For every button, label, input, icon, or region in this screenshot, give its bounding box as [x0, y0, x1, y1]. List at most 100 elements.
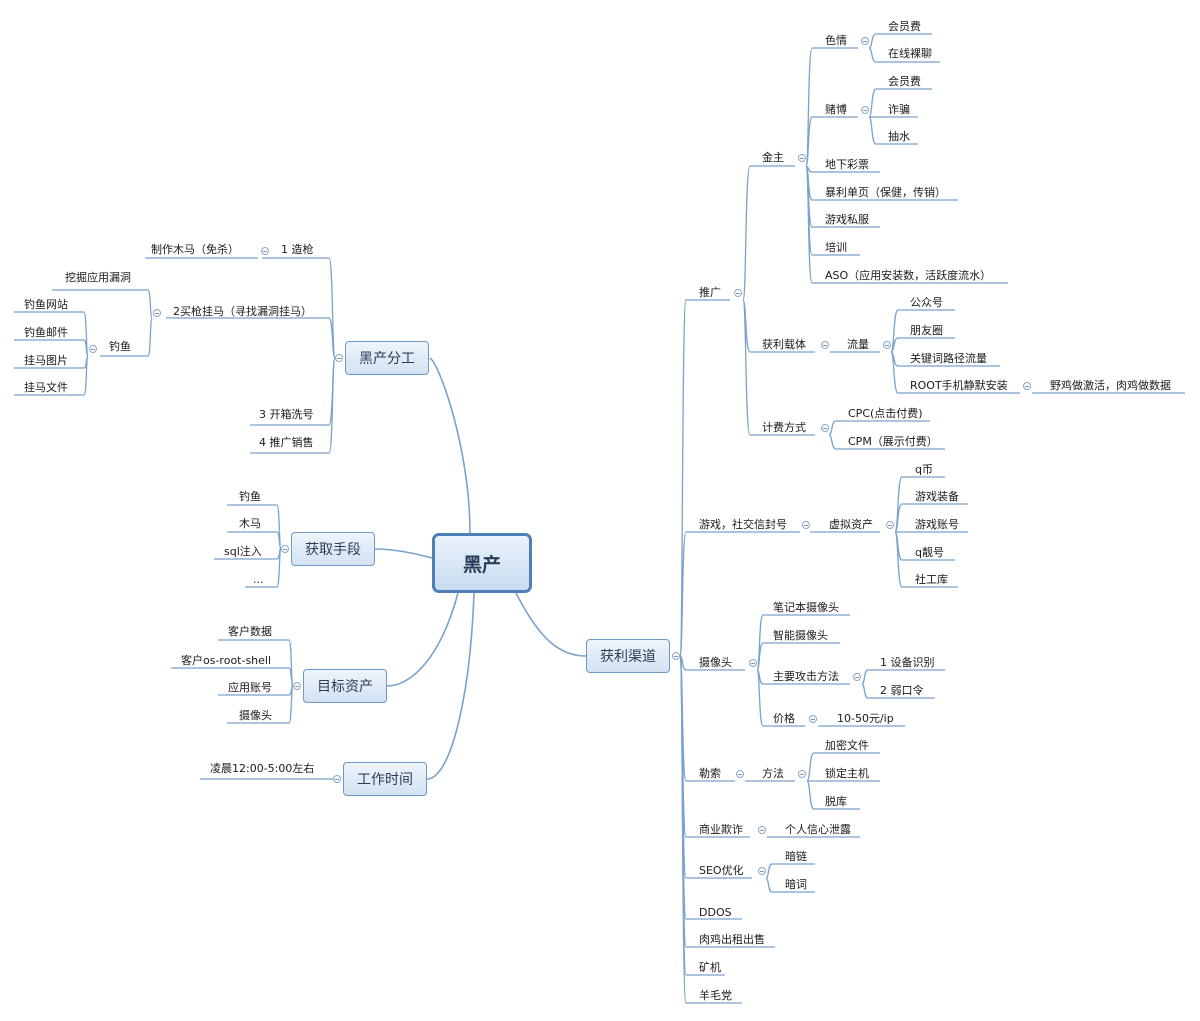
collapse-toggle-icon[interactable]: [821, 424, 829, 432]
collapse-toggle-icon[interactable]: [672, 652, 680, 660]
node-asset-app-account[interactable]: 应用账号: [228, 681, 272, 694]
node-promo[interactable]: 推广: [699, 286, 721, 299]
collapse-toggle-icon[interactable]: [821, 341, 829, 349]
collapse-toggle-icon[interactable]: [261, 247, 269, 255]
collapse-toggle-icon[interactable]: [736, 770, 744, 778]
collapse-toggle-icon[interactable]: [153, 309, 161, 317]
collapse-toggle-icon[interactable]: [853, 673, 861, 681]
node-worktime-value[interactable]: 凌晨12:00-5:00左右: [210, 762, 315, 775]
collapse-toggle-icon[interactable]: [798, 770, 806, 778]
node-virtual-assets[interactable]: 虚拟资产: [829, 518, 873, 531]
node-device-id[interactable]: 1 设备识别: [880, 656, 935, 669]
node-root-install-detail[interactable]: 野鸡做激活，肉鸡做数据: [1050, 379, 1171, 392]
node-profit-page[interactable]: 暴利单页（保健，传销）: [825, 186, 946, 199]
node-porn-chat[interactable]: 在线裸聊: [888, 47, 932, 60]
node-game-social[interactable]: 游戏，社交信封号: [699, 518, 787, 531]
node-sell[interactable]: 4 推广销售: [259, 436, 314, 449]
collapse-toggle-icon[interactable]: [333, 775, 341, 783]
node-price-value[interactable]: 10-50元/ip: [837, 712, 894, 725]
node-traffic[interactable]: 流量: [847, 338, 869, 351]
node-lottery[interactable]: 地下彩票: [825, 158, 869, 171]
collapse-toggle-icon[interactable]: [809, 715, 817, 723]
collapse-toggle-icon[interactable]: [335, 354, 343, 362]
node-smart-camera[interactable]: 智能摄像头: [773, 629, 828, 642]
node-cpc[interactable]: CPC(点击付费): [848, 407, 923, 420]
node-gamble-fraud[interactable]: 诈骗: [888, 103, 910, 116]
node-means-more[interactable]: ...: [253, 573, 264, 586]
collapse-toggle-icon[interactable]: [758, 826, 766, 834]
node-means-phishing[interactable]: 钓鱼: [239, 490, 261, 503]
node-official-account[interactable]: 公众号: [910, 296, 943, 309]
collapse-toggle-icon[interactable]: [861, 106, 869, 114]
collapse-toggle-icon[interactable]: [1023, 382, 1031, 390]
node-trojan-image[interactable]: 挂马图片: [24, 354, 68, 367]
collapse-toggle-icon[interactable]: [293, 682, 301, 690]
node-hidden-word[interactable]: 暗词: [785, 878, 807, 891]
node-training[interactable]: 培训: [825, 241, 847, 254]
node-game-account[interactable]: 游戏账号: [915, 518, 959, 531]
node-social-db[interactable]: 社工库: [915, 573, 948, 586]
node-private-server[interactable]: 游戏私服: [825, 213, 869, 226]
collapse-toggle-icon[interactable]: [734, 289, 742, 297]
node-price[interactable]: 价格: [773, 712, 795, 725]
node-mining[interactable]: 矿机: [699, 961, 721, 974]
node-ransom-method[interactable]: 方法: [762, 767, 784, 780]
node-db-dump[interactable]: 脱库: [825, 795, 847, 808]
node-gun[interactable]: 1 造枪: [281, 243, 314, 256]
collapse-toggle-icon[interactable]: [749, 659, 757, 667]
node-means-sql[interactable]: sql注入: [224, 545, 262, 558]
collapse-toggle-icon[interactable]: [281, 545, 289, 553]
node-keyword-traffic[interactable]: 关键词路径流量: [910, 352, 987, 365]
node-asset-root-shell[interactable]: 客户os-root-shell: [181, 654, 272, 667]
node-gamble-fee[interactable]: 会员费: [888, 75, 921, 88]
node-wash[interactable]: 3 开箱洗号: [259, 408, 314, 421]
node-ransom[interactable]: 勒索: [699, 767, 721, 780]
node-lock-host[interactable]: 锁定主机: [825, 767, 869, 780]
node-phishing-mail[interactable]: 钓鱼邮件: [24, 326, 68, 339]
collapse-toggle-icon[interactable]: [883, 341, 891, 349]
root-topic[interactable]: 黑产: [432, 533, 532, 593]
collapse-toggle-icon[interactable]: [802, 521, 810, 529]
node-attack-method[interactable]: 主要攻击方法: [773, 670, 839, 683]
topic-assets[interactable]: 目标资产: [303, 669, 387, 703]
node-sponsor[interactable]: 金主: [762, 151, 784, 164]
topic-division[interactable]: 黑产分工: [345, 341, 429, 375]
node-root-install[interactable]: ROOT手机静默安装: [910, 379, 1008, 392]
node-buy-gun[interactable]: 2买枪挂马（寻找漏洞挂马）: [173, 305, 312, 318]
topic-channels[interactable]: 获利渠道: [586, 639, 670, 673]
topic-means[interactable]: 获取手段: [291, 532, 375, 566]
collapse-toggle-icon[interactable]: [758, 867, 766, 875]
node-trojan-file[interactable]: 挂马文件: [24, 381, 68, 394]
node-q-coin[interactable]: q币: [915, 463, 933, 476]
node-game-gear[interactable]: 游戏装备: [915, 490, 959, 503]
collapse-toggle-icon[interactable]: [861, 37, 869, 45]
node-porn-fee[interactable]: 会员费: [888, 20, 921, 33]
node-billing[interactable]: 计费方式: [762, 421, 806, 434]
node-means-trojan[interactable]: 木马: [239, 517, 261, 530]
node-dig-vuln[interactable]: 挖掘应用漏洞: [65, 271, 131, 284]
node-camera[interactable]: 摄像头: [699, 656, 732, 669]
node-gamble[interactable]: 赌博: [825, 103, 847, 116]
collapse-toggle-icon[interactable]: [886, 521, 894, 529]
node-encrypt-files[interactable]: 加密文件: [825, 739, 869, 752]
node-cpm[interactable]: CPM（展示付费）: [848, 435, 938, 448]
node-laptop-camera[interactable]: 笔记本摄像头: [773, 601, 839, 614]
collapse-toggle-icon[interactable]: [798, 154, 806, 162]
node-carrier[interactable]: 获利载体: [762, 338, 806, 351]
node-asset-camera[interactable]: 摄像头: [239, 709, 272, 722]
node-info-leak[interactable]: 个人信心泄露: [785, 823, 851, 836]
collapse-toggle-icon[interactable]: [89, 345, 97, 353]
node-fraud[interactable]: 商业欺诈: [699, 823, 743, 836]
node-seo[interactable]: SEO优化: [699, 864, 744, 877]
node-moments[interactable]: 朋友圈: [910, 324, 943, 337]
node-zombie-rental[interactable]: 肉鸡出租出售: [699, 933, 765, 946]
topic-worktime[interactable]: 工作时间: [343, 762, 427, 796]
node-ddos[interactable]: DDOS: [699, 906, 732, 919]
node-aso[interactable]: ASO（应用安装数，活跃度流水）: [825, 269, 992, 282]
node-make-trojan[interactable]: 制作木马（免杀）: [151, 243, 239, 256]
node-porn[interactable]: 色情: [825, 34, 847, 47]
node-gamble-rake[interactable]: 抽水: [888, 130, 910, 143]
node-q-number[interactable]: q靓号: [915, 546, 944, 559]
node-weak-password[interactable]: 2 弱口令: [880, 684, 924, 697]
node-phishing[interactable]: 钓鱼: [109, 340, 131, 353]
